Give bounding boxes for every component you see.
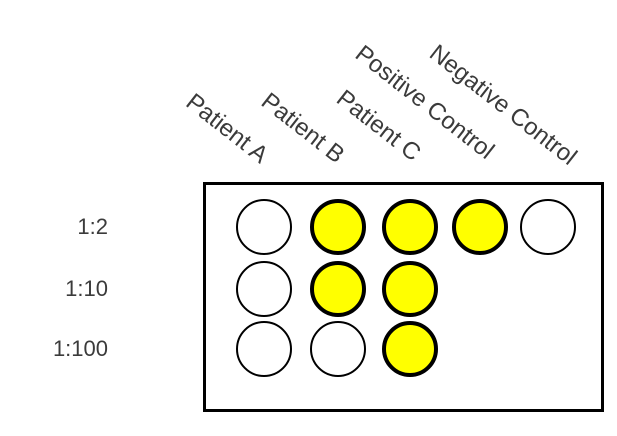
well-1-100-patient-a (236, 321, 292, 377)
row-label-1-2: 1:2 (77, 214, 108, 239)
column-label-patient-a: Patient A (180, 88, 274, 169)
well-1-10-patient-c (382, 261, 438, 317)
well-1-2-patient-a (236, 199, 292, 255)
well-1-2-positive-control (452, 199, 508, 255)
row-label-1-100: 1:100 (52, 336, 108, 361)
well-1-2-patient-b (310, 199, 366, 255)
well-1-10-patient-a (236, 261, 292, 317)
row-label-1-10: 1:10 (65, 276, 108, 301)
well-1-100-patient-c (382, 321, 438, 377)
well-1-2-patient-c (382, 199, 438, 255)
well-1-2-negative-control (520, 199, 576, 255)
well-1-10-patient-b (310, 261, 366, 317)
well-1-100-patient-b (310, 321, 366, 377)
